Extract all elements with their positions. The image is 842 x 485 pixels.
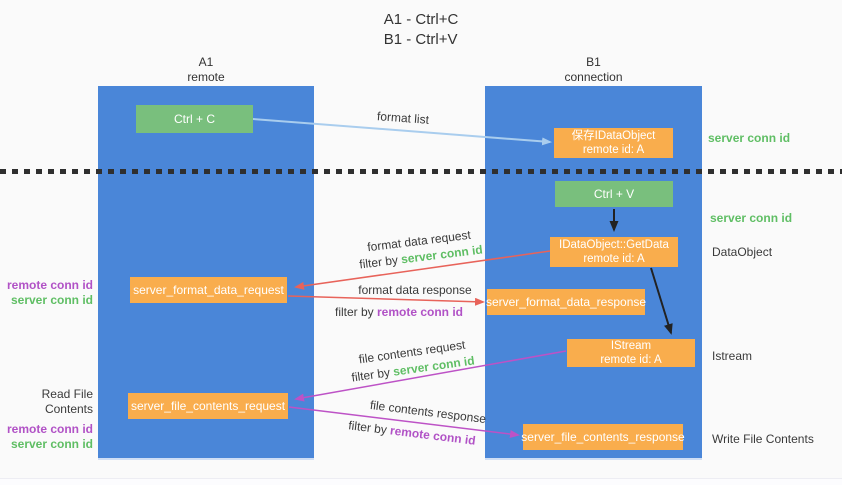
- node-ctrl-c: Ctrl + C: [136, 105, 253, 133]
- remote-conn-id-key: remote conn id: [389, 423, 477, 448]
- node-ctrl-v-label: Ctrl + V: [593, 187, 635, 201]
- machine-boundary-dotted-line: [0, 169, 842, 174]
- node-format-request-label: server_format_data_request: [133, 283, 284, 297]
- title-line-b1: B1 - Ctrl+V: [383, 31, 458, 48]
- label-read-file-contents: Read File Contents: [41, 387, 93, 416]
- left-conn-id-stack-top: remote conn id server conn id: [0, 278, 93, 308]
- label-server-conn-id-right-top: server conn id: [708, 131, 791, 145]
- label-remote-conn-id-left-bottom: remote conn id: [6, 422, 93, 436]
- label-dataobject: DataObject: [712, 245, 773, 259]
- label-remote-conn-id-left-top: remote conn id: [6, 278, 93, 292]
- node-save-idataobject-line1: 保存IDataObject: [571, 130, 656, 142]
- label-server-conn-id-left-bottom: server conn id: [10, 437, 93, 451]
- node-istream-line1: IStream: [610, 340, 652, 352]
- node-getdata-line2: remote id: A: [583, 253, 645, 265]
- label-format-data-response: format data response: [358, 283, 472, 297]
- label-write-file-contents: Write File Contents: [712, 432, 814, 446]
- node-getdata-line1: IDataObject::GetData: [559, 239, 669, 251]
- filter-by-text: filter by: [347, 418, 392, 438]
- node-save-idataobject-line2: remote id: A: [582, 144, 645, 156]
- diagram-title: A1 - Ctrl+C B1 - Ctrl+V: [0, 10, 842, 50]
- node-istream: IStream remote id: A: [567, 339, 695, 367]
- node-file-request-label: server_file_contents_request: [130, 399, 286, 413]
- read-file-contents-stack: Read File Contents remote conn id server…: [0, 387, 93, 452]
- right-column-role: connection: [564, 70, 623, 84]
- node-idataobject-getdata: IDataObject::GetData remote id: A: [550, 237, 678, 267]
- left-column-role: remote: [187, 70, 225, 84]
- node-istream-line2: remote id: A: [600, 354, 662, 366]
- label-server-conn-id-right-mid: server conn id: [710, 211, 793, 225]
- filter-by-text: filter by: [358, 252, 402, 272]
- filter-by-text: filter by: [350, 364, 395, 385]
- label-server-conn-id-left-top: server conn id: [10, 293, 93, 307]
- node-server-file-contents-response: server_file_contents_response: [521, 424, 685, 450]
- node-server-format-data-request: server_format_data_request: [130, 277, 287, 303]
- right-column-header: B1 connection: [485, 55, 702, 85]
- label-filter-remote-conn-id-1: filter by remote conn id: [335, 305, 463, 319]
- left-column-header: A1 remote: [98, 55, 314, 85]
- node-ctrl-c-label: Ctrl + C: [173, 112, 215, 126]
- right-column-name: B1: [586, 55, 601, 69]
- node-save-idataobject: 保存IDataObject remote id: A: [554, 128, 673, 158]
- node-format-response-label: server_format_data_response: [485, 295, 647, 309]
- label-format-list: format list: [376, 109, 430, 127]
- node-server-file-contents-request: server_file_contents_request: [128, 393, 288, 419]
- remote-conn-id-key: remote conn id: [377, 305, 464, 319]
- bottom-edge-line: [0, 478, 842, 485]
- node-server-format-data-response: server_format_data_response: [485, 289, 647, 315]
- left-column-name: A1: [198, 55, 214, 69]
- label-file-contents-response: file contents response: [369, 397, 487, 427]
- title-line-a1: A1 - Ctrl+C: [383, 11, 459, 28]
- filter-by-text: filter by: [334, 305, 377, 319]
- node-file-response-label: server_file_contents_response: [521, 430, 685, 444]
- node-ctrl-v: Ctrl + V: [555, 181, 673, 207]
- label-istream: Istream: [712, 349, 753, 363]
